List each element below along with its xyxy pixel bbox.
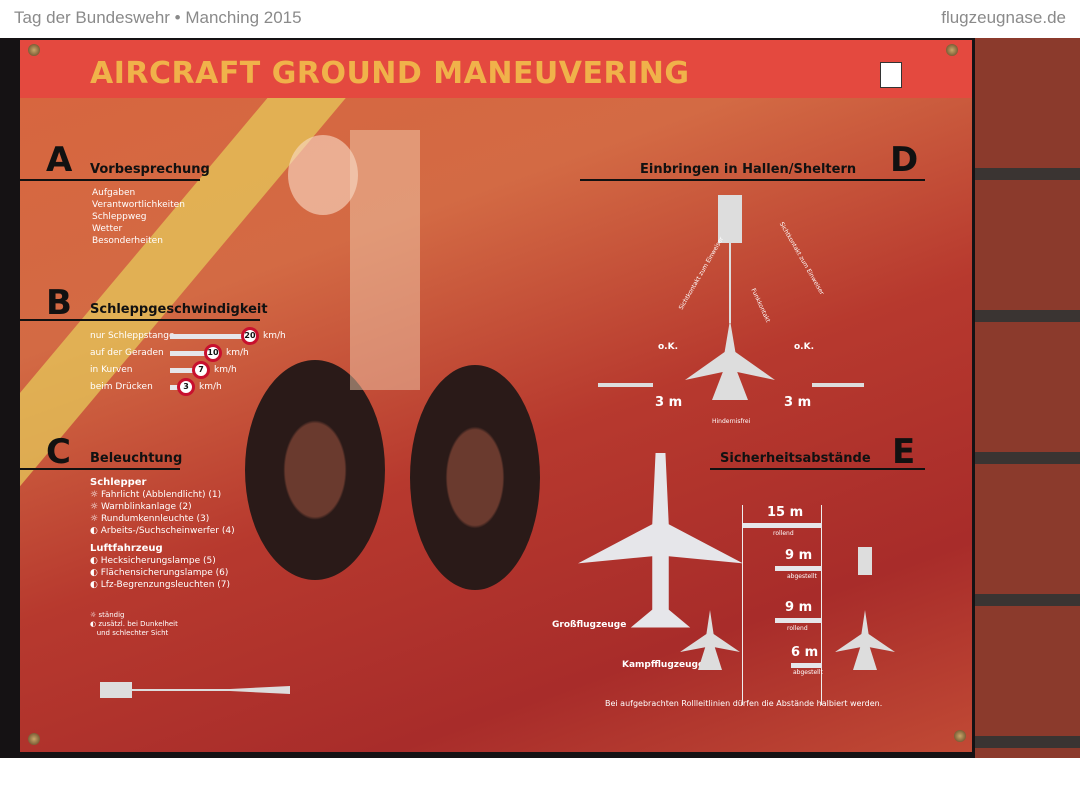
- pin-icon: [28, 44, 40, 56]
- landing-gear-strut: [350, 130, 420, 390]
- clearance-right: 3 m: [784, 395, 812, 410]
- combat-aircraft-label: Kampfflugzeuge: [622, 660, 705, 670]
- list-item: Arbeits-/Suchscheinwerfer (4): [100, 526, 235, 536]
- radio-label: Funkkontakt: [749, 287, 772, 324]
- tug-icon: [718, 195, 742, 243]
- list-item: Wetter: [92, 224, 123, 234]
- wall-right: [812, 383, 864, 387]
- speed-label: nur Schleppstange: [90, 331, 175, 341]
- section-a-heading: Vorbesprechung: [20, 162, 210, 181]
- list-item: Aufgaben: [92, 188, 136, 198]
- lighting-list: Schlepper ☼ Fahrlicht (Abblendlicht) (1)…: [90, 477, 235, 637]
- legend-text: zusätzl. bei Dunkelheit: [98, 620, 178, 628]
- tire-right: [410, 365, 540, 590]
- footnote: Bei aufgebrachten Rollleitlinien dürfen …: [605, 699, 883, 708]
- section-e-heading: Sicherheitsabstände: [710, 451, 925, 470]
- section-letter-d: D: [890, 140, 919, 180]
- speed-limit-sign: 20: [241, 327, 259, 345]
- speed-unit: km/h: [226, 348, 249, 358]
- speed-unit: km/h: [214, 365, 237, 375]
- poster-title: AIRCRAFT GROUND MANEUVERING: [90, 56, 690, 91]
- distance-label: abgestellt: [793, 669, 823, 676]
- speed-limit-sign: 10: [204, 344, 222, 362]
- poster: AIRCRAFT GROUND MANEUVERING A Vorbesprec…: [20, 40, 972, 752]
- speed-label: auf der Geraden: [90, 348, 164, 358]
- speed-limit-sign: 7: [192, 361, 210, 379]
- section-letter-a: A: [46, 140, 73, 180]
- tire-left: [245, 360, 385, 580]
- airliner-icon: [578, 453, 743, 628]
- speed-row: nur Schleppstange 20 km/h: [90, 327, 320, 345]
- speed-row: beim Drücken 3 km/h: [90, 378, 320, 396]
- distance-scale: 15 m rollend 9 m abgestellt 9 m rollend …: [742, 505, 823, 705]
- list-item: Lfz-Begrenzungsleuchten (7): [100, 580, 231, 590]
- speed-bar: [170, 368, 196, 373]
- pin-icon: [946, 44, 958, 56]
- clearance-left: 3 m: [655, 395, 683, 410]
- group-heading: Schlepper: [90, 477, 147, 488]
- legend-text: und schlechter Sicht: [96, 629, 169, 637]
- list-item: Verantwortlichkeiten: [92, 200, 185, 210]
- distance-label: abgestellt: [787, 573, 817, 580]
- ok-label-left: o.K.: [658, 342, 678, 352]
- jet-icon: [685, 320, 775, 400]
- distance-value: 15 m: [767, 505, 804, 520]
- distance-label: rollend: [773, 530, 794, 537]
- ok-label-right: o.K.: [794, 342, 814, 352]
- tow-diagram: [100, 680, 300, 720]
- pin-icon: [954, 730, 966, 742]
- speed-label: beim Drücken: [90, 382, 153, 392]
- gear-lamp: [288, 135, 358, 215]
- list-item: Besonderheiten: [92, 236, 163, 246]
- jet-icon: [835, 610, 895, 670]
- large-aircraft-label: Großflugzeuge: [552, 620, 627, 630]
- distance-value: 9 m: [785, 600, 813, 615]
- distance-value: 9 m: [785, 548, 813, 563]
- towbar: [729, 243, 731, 323]
- section-c-heading: Beleuchtung: [20, 451, 182, 470]
- group-heading: Luftfahrzeug: [90, 543, 163, 554]
- title-band: [20, 40, 972, 98]
- speed-row: in Kurven 7 km/h: [90, 361, 320, 379]
- brick-wall: [975, 38, 1080, 758]
- speed-bar: [170, 334, 245, 339]
- speed-bar: [170, 385, 181, 390]
- sight-label: Sichtkontakt zum Einweiser: [777, 220, 826, 297]
- section-letter-b: B: [46, 283, 72, 323]
- clear-label: Hindernisfrei: [712, 418, 751, 425]
- distance-label: rollend: [787, 625, 808, 632]
- emblem-icon: [880, 62, 902, 88]
- list-item: Rundumkennleuchte (3): [100, 514, 210, 524]
- speed-unit: km/h: [199, 382, 222, 392]
- watermark-event: Tag der Bundeswehr • Manching 2015: [14, 8, 302, 27]
- distance-value: 6 m: [791, 645, 819, 660]
- sight-label: Sichtkontakt zum Einweiser: [677, 235, 726, 312]
- section-d-heading: Einbringen in Hallen/Sheltern: [580, 162, 925, 181]
- legend-text: ständig: [98, 611, 125, 619]
- list-item: Hecksicherungslampe (5): [100, 556, 216, 566]
- speed-row: auf der Geraden 10 km/h: [90, 344, 320, 362]
- section-letter-c: C: [46, 432, 71, 472]
- wall-left: [598, 383, 653, 387]
- section-letter-e: E: [892, 432, 916, 472]
- speed-label: in Kurven: [90, 365, 133, 375]
- section-b-heading: Schleppgeschwindigkeit: [20, 302, 268, 321]
- list-item: Warnblinkanlage (2): [100, 502, 192, 512]
- speed-limit-sign: 3: [177, 378, 195, 396]
- list-item: Fahrlicht (Abblendlicht) (1): [100, 490, 222, 500]
- list-item: Flächensicherungslampe (6): [100, 568, 229, 578]
- pin-icon: [28, 733, 40, 745]
- tug-icon: [858, 547, 872, 575]
- speed-bar: [170, 351, 208, 356]
- list-item: Schleppweg: [92, 212, 147, 222]
- section-a-list: Aufgaben Verantwortlichkeiten Schleppweg…: [92, 187, 185, 247]
- speed-unit: km/h: [263, 331, 286, 341]
- watermark-site: flugzeugnase.de: [941, 8, 1066, 27]
